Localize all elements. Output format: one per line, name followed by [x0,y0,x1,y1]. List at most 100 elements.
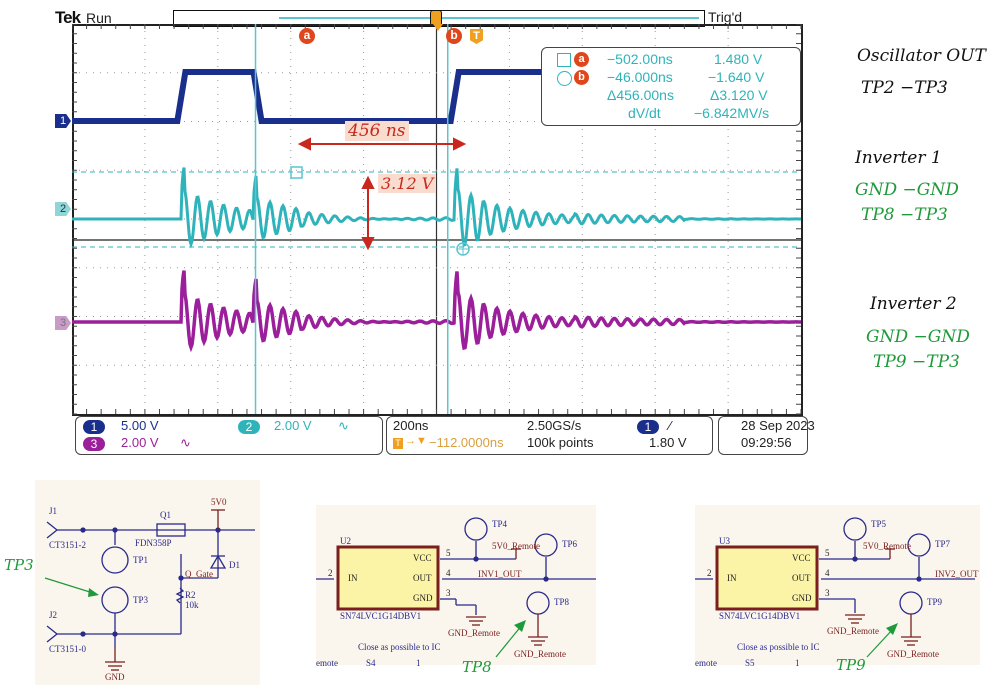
tp3-label: TP3 [133,595,149,605]
gnd-remote-2: GND_Remote [887,649,939,659]
trigger-state: Trig'd [708,9,743,25]
ch3-scale: 2.00 V [121,435,159,450]
inv2-title: Inverter 2 [870,294,957,314]
gnd-remote-2: GND_Remote [514,649,566,659]
net-5v0: 5V0 [211,497,227,507]
pin2-num: 2 [707,568,712,578]
voltage-span-arrow [361,175,375,251]
inv1-gnd: GND −GND [855,180,959,200]
tp5-label: TP5 [871,519,887,529]
inv1-title: Inverter 1 [855,148,942,168]
tp9-label: TP9 [927,597,943,607]
schematic-inverter1: U2 SN74LVC1G14DBV1 IN VCC OUT GND 2 5 4 … [316,505,596,668]
tp8-label: TP8 [554,597,570,607]
cursor-b-voltage: −1.640 V [708,69,765,85]
ch1-scale: 5.00 V [121,418,159,433]
ch3-ground-marker[interactable]: 3 [55,316,71,330]
timebase: 200ns [393,418,429,433]
d1-label: D1 [229,560,240,570]
cursor-a-time: −502.00ns [607,51,673,67]
pin-in: IN [727,573,737,583]
time-span-annotation: 456 ns [345,121,409,141]
pin5-num: 5 [825,548,830,558]
brand-logo: Tek [55,8,81,27]
cursor-a-marker [290,166,303,179]
pin-in: IN [348,573,358,583]
gnd-remote-1: GND_Remote [827,626,879,636]
net-inv2-out: INV2_OUT [935,569,979,579]
scope-display [72,24,803,416]
ch2-ground-marker[interactable]: 2 [55,202,71,216]
trigger-source-badge[interactable]: 1 [637,420,659,434]
cursor-a-voltage: 1.480 V [714,51,763,67]
cursor-b-readout-badge: b [574,70,589,85]
pin4-num: 4 [446,568,451,578]
pin-gnd: GND [413,593,433,603]
inv2-gnd: GND −GND [866,327,970,347]
schematic-oscillator: J1 CT3151-2 J2 CT3151-0 Q1 FDN358P TP1 T… [35,480,260,685]
schematic-inverter1-drawing [316,517,596,658]
cursor-a-badge[interactable]: a [299,28,315,44]
tp7-label: TP7 [935,539,951,549]
ch3-badge[interactable]: 3 [83,437,105,451]
pin3-num: 3 [446,588,451,598]
osc-probe: TP2 −TP3 [861,78,948,98]
cursor-b-marker [456,242,470,256]
footer-net: emote [695,658,717,668]
trigger-offset-arrow-icon: →▼ [405,435,427,447]
time: 09:29:56 [741,435,792,450]
ch2-badge[interactable]: 2 [238,420,260,434]
cursor-delta-voltage: Δ3.120 V [710,87,768,103]
time-span-arrow [297,137,467,151]
footer-pin: 1 [416,658,421,668]
q1-label: Q1 [160,510,171,520]
trigger-level: 1.80 V [649,435,687,450]
voltage-span-annotation: 3.12 V [378,174,437,193]
ch3-trace [72,270,801,353]
r2-value: 10k [185,600,199,610]
cursor-readout-panel: a b −502.00ns 1.480 V −46.000ns −1.640 V… [541,47,801,126]
osc-title: Oscillator OUT [857,46,986,66]
u2-part: SN74LVC1G14DBV1 [340,611,422,621]
net-5v0-remote: 5V0_Remote [492,541,540,551]
record-window-line [279,17,699,19]
tp1-label: TP1 [133,555,149,565]
tp6-label: TP6 [562,539,578,549]
inv2-probe: TP9 −TP3 [873,352,960,372]
schematic-inverter2-drawing [695,517,975,658]
ch3-coupling-icon: ∿ [180,435,191,450]
j1-label: J1 [49,506,58,516]
pin3-num: 3 [825,588,830,598]
ch2-coupling-icon: ∿ [338,418,349,433]
channel-scale-panel[interactable]: 1 5.00 V 2 2.00 V ∿ 3 2.00 V ∿ [75,416,383,455]
pin-gnd: GND [792,593,812,603]
cursor-b-time: −46.000ns [607,69,673,85]
trigger-marker[interactable]: T [470,29,483,44]
ch1-ground-marker[interactable]: 1 [55,114,71,128]
trigger-offset: −112.0000ns [429,435,504,450]
tp4-label: TP4 [492,519,508,529]
footer-ref: S5 [745,658,755,668]
tp8-callout: TP8 [462,658,492,676]
pin-out: OUT [413,573,432,583]
schematic-oscillator-drawing [44,509,255,671]
slew-rate-value: −6.842MV/s [694,105,770,121]
ch1-trace [72,69,801,124]
run-state: Run [86,10,112,26]
inv1-probe: TP8 −TP3 [861,205,948,225]
horizontal-trigger-panel[interactable]: 200ns 2.50GS/s T →▼ −112.0000ns 100k poi… [386,416,713,455]
slew-rate-label: dV/dt [628,105,661,121]
net-inv1-out: INV1_OUT [478,569,522,579]
j2-part: CT3151-0 [49,644,86,654]
footer-net: emote [316,658,338,668]
cursor-b-badge[interactable]: b [446,28,462,44]
pin-out: OUT [792,573,811,583]
r2-label: R2 [185,590,196,600]
placement-note: Close as possible to IC [358,642,441,652]
ch1-badge[interactable]: 1 [83,420,105,434]
footer-ref: S4 [366,658,376,668]
q1-part: FDN358P [135,538,172,548]
j1-part: CT3151-2 [49,540,86,550]
schematic-inverter2: U3 SN74LVC1G14DBV1 IN VCC OUT GND 2 5 4 … [695,505,980,668]
datetime-panel: 28 Sep 2023 09:29:56 [718,416,815,455]
